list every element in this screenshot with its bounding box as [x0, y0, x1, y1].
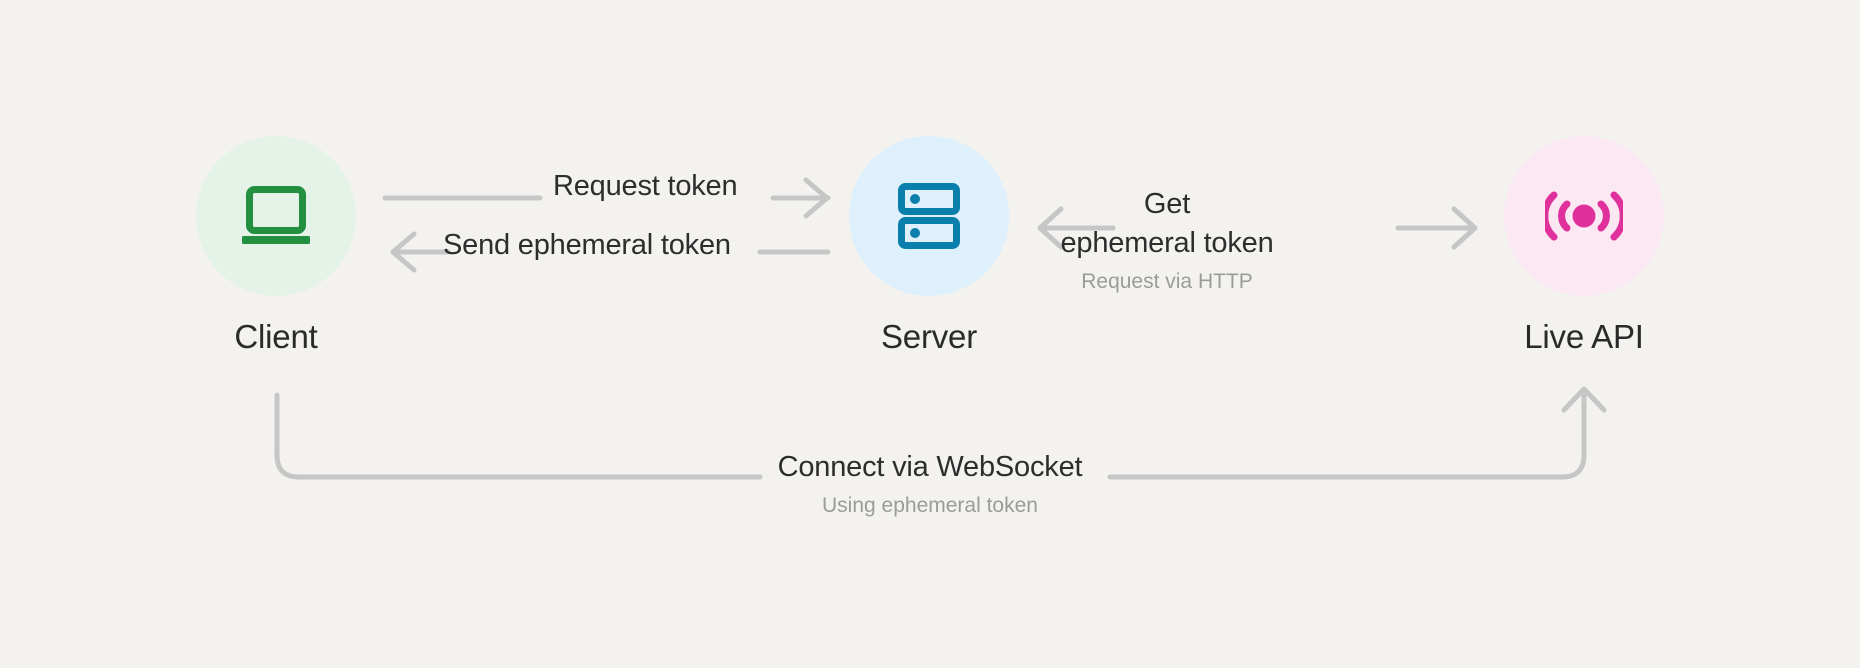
connector-websocket-left — [274, 392, 763, 480]
arrowhead-get-token-right — [1451, 206, 1478, 250]
node-server-label: Server — [881, 318, 977, 355]
arrowhead-websocket — [1561, 386, 1607, 413]
edge-label-request-token-text: Request token — [553, 170, 738, 202]
arrowhead-request-token — [803, 177, 830, 219]
edge-label-request-token: Request token — [553, 167, 738, 206]
node-client-circle — [196, 136, 356, 296]
node-server-circle — [849, 136, 1009, 296]
node-client-label: Client — [234, 318, 318, 355]
server-icon — [898, 183, 960, 249]
edge-label-get-ephemeral-token-sub: Request via HTTP — [1081, 270, 1253, 293]
edge-label-send-ephemeral-token-text: Send ephemeral token — [443, 229, 731, 261]
edge-label-connect-websocket-text: Connect via WebSocket — [777, 451, 1083, 483]
node-live-api-label: Live API — [1524, 318, 1644, 355]
node-live-api-circle — [1504, 136, 1664, 296]
node-client[interactable]: Client — [196, 136, 356, 356]
edge-label-connect-websocket-sub: Using ephemeral token — [822, 494, 1038, 517]
edge-label-get-ephemeral-token: Get ephemeral token Request via HTTP — [1047, 185, 1287, 297]
arrowhead-get-token-left — [1037, 206, 1064, 250]
broadcast-icon — [1545, 191, 1623, 241]
node-live-api[interactable]: Live API — [1504, 136, 1664, 356]
edge-label-get-ephemeral-token-line1: Get — [1143, 188, 1191, 220]
edge-label-get-ephemeral-token-line2: ephemeral token — [1060, 227, 1274, 259]
node-server[interactable]: Server — [849, 136, 1009, 356]
laptop-icon — [242, 186, 310, 244]
connector-websocket-right — [1107, 387, 1587, 480]
arrowhead-send-token — [390, 231, 417, 273]
edge-label-connect-websocket: Connect via WebSocket Using ephemeral to… — [760, 448, 1100, 521]
edge-label-send-ephemeral-token: Send ephemeral token — [443, 226, 731, 265]
